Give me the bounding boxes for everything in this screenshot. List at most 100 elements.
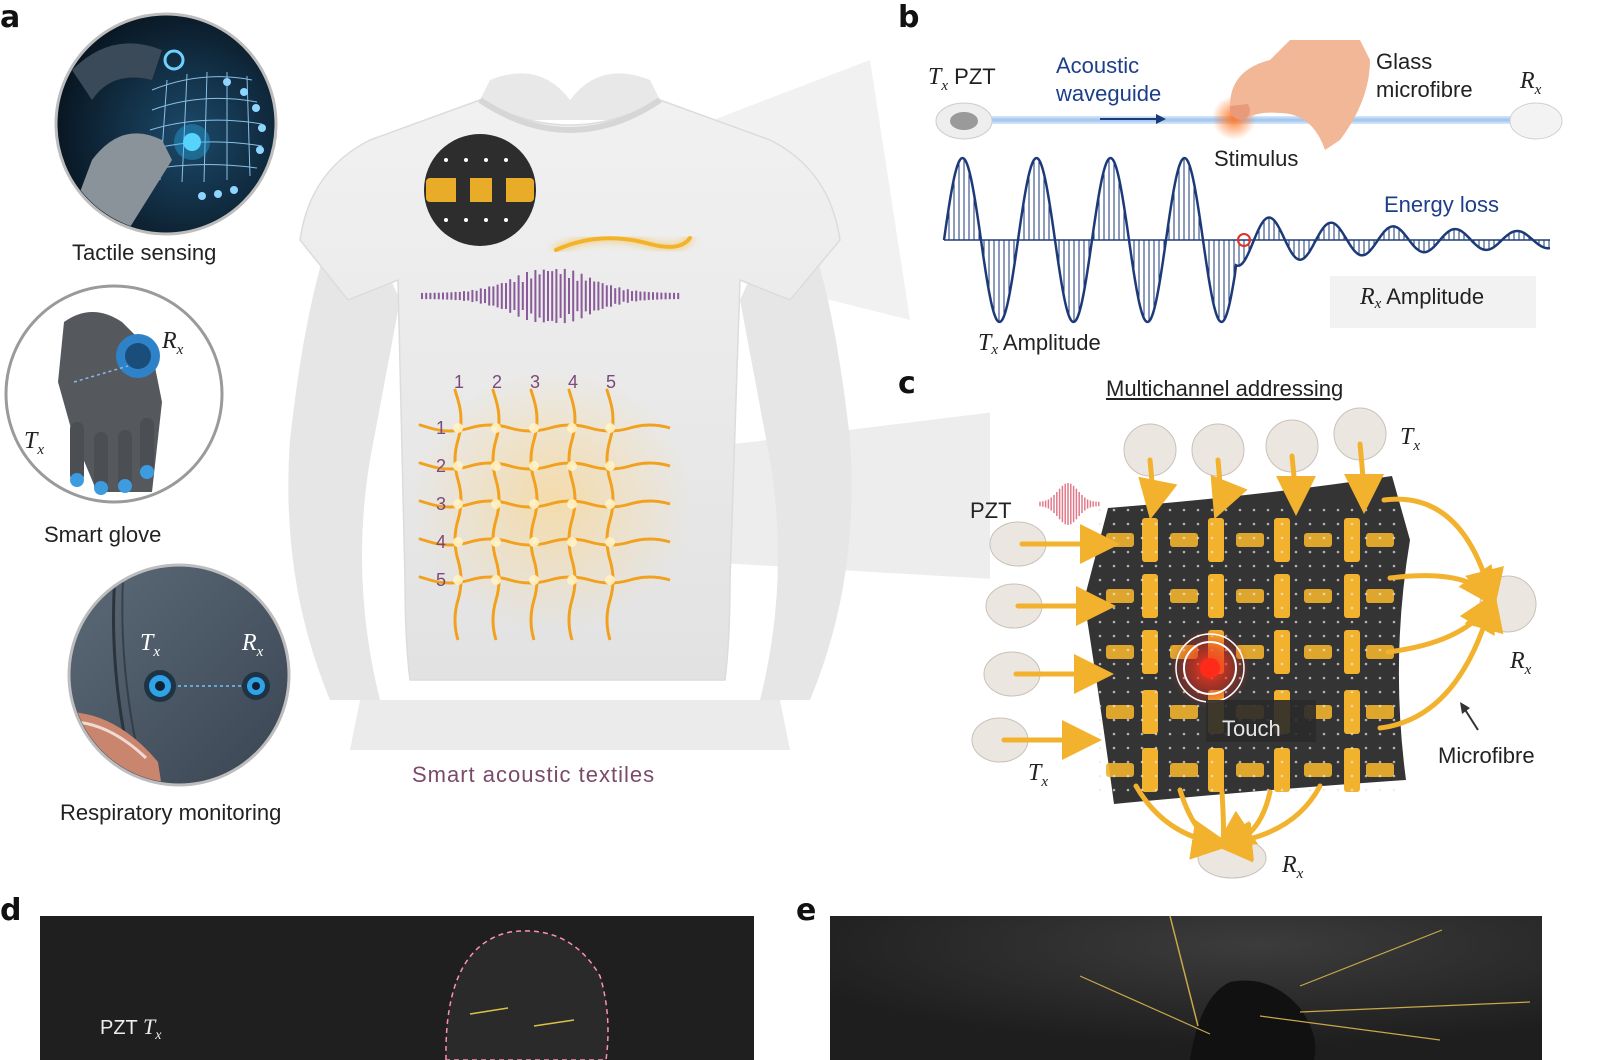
fabric-dot [1126,578,1130,582]
fabric-dot [1196,564,1200,568]
fabric-dot [1336,508,1340,512]
panel-label-c: c [898,366,916,401]
fabric-dot [1392,788,1396,792]
fabric-dot [1350,536,1354,540]
fabric-warp [1208,574,1224,618]
fabric-dot [1168,760,1172,764]
fabric-dot [1308,634,1312,638]
fabric-dot [1140,648,1144,652]
fabric-warp [1208,518,1224,562]
fabric-dot [1378,690,1382,694]
fabric-dot [1252,676,1256,680]
tx-pzt-label: Tx PZT [928,64,996,94]
fabric-dot [1140,774,1144,778]
fabric-dot [1196,606,1200,610]
grid-node [453,461,463,471]
fabric-dot [1238,592,1242,596]
fabric-dot [1322,732,1326,736]
fabric-dot [1196,620,1200,624]
fabric-dot [1280,592,1284,596]
fabric-dot [1294,774,1298,778]
fabric-dot [1182,606,1186,610]
fabric-dot [1210,592,1214,596]
fabric-dot [1266,522,1270,526]
fabric-dot [1126,704,1130,708]
fabric-dot [1280,536,1284,540]
fabric-dot [1280,564,1284,568]
glove-rx-label: Rx [162,328,184,358]
fabric-dot [1280,648,1284,652]
grid-node [453,575,463,585]
rx-bottom-label-c: Rx [1282,852,1304,882]
grid-node [605,499,615,509]
fabric-dot [1378,774,1382,778]
fabric-dot [1308,676,1312,680]
fabric-dot [1224,606,1228,610]
connection-right [1377,590,1504,731]
grid-row-number: 5 [436,570,447,590]
fabric-warp [1344,574,1360,618]
grid-node [491,423,501,433]
fabric-dot [1210,788,1214,792]
fabric-dot [1378,704,1382,708]
fabric-dot [1308,550,1312,554]
fabric-dot [1266,592,1270,596]
fabric-dot [1280,662,1284,666]
fabric-weft [1106,705,1134,719]
pzt-label-c: PZT [970,498,1012,523]
fabric-dot [1280,522,1284,526]
fabric-dot [1112,718,1116,722]
acoustic-waveform [942,156,1551,324]
fabric-dot [1308,662,1312,666]
fabric-dot [1112,662,1116,666]
fabric-dot [1238,550,1242,554]
microfibre-label-c: Microfibre [1438,743,1535,768]
fabric-dot [1154,746,1158,750]
fabric-dot [1378,620,1382,624]
fabric-dot [1266,550,1270,554]
grid-node [453,423,463,433]
fabric-weft [1236,763,1264,777]
fabric-dot [1308,522,1312,526]
grid-row-number: 4 [436,532,447,552]
fabric-dot [1168,648,1172,652]
fabric-warp [1208,748,1224,792]
fabric-dot [1266,774,1270,778]
fabric-dot [1280,578,1284,582]
fabric-dot [1224,508,1228,512]
fabric-warp [1274,748,1290,792]
fabric-dot [1336,788,1340,792]
fabric-dot [1154,648,1158,652]
fabric-dot [1378,746,1382,750]
fabric-dot [1112,564,1116,568]
fabric-dot [1098,620,1102,624]
fabric-dot [1378,788,1382,792]
stimulus-label: Stimulus [1214,146,1299,171]
woven-fabric [1084,476,1410,804]
fabric-dot [1350,760,1354,764]
fabric-dot [1378,508,1382,512]
pzt-wave-glyph [1039,483,1100,525]
fabric-dot [1126,732,1130,736]
fabric-dot [1112,606,1116,610]
grid-node [529,423,539,433]
fabric-dot [1168,718,1172,722]
respiratory-monitoring-caption: Respiratory monitoring [60,800,282,825]
fabric-dot [1280,690,1284,694]
fabric-dot [1252,564,1256,568]
fabric-dot [1280,746,1284,750]
fabric-dot [1182,732,1186,736]
fabric-dot [1168,564,1172,568]
fabric-dot [1140,564,1144,568]
panel-label-d: d [0,893,22,928]
fabric-dot [1154,788,1158,792]
fabric-dot [1280,550,1284,554]
fabric-dot [1308,564,1312,568]
grid-col-number: 4 [568,372,579,392]
fabric-dot [1336,550,1340,554]
fabric-dot [1350,690,1354,694]
fabric-dot [1112,522,1116,526]
rx-disc [1509,102,1563,140]
glove-tx-label: Tx [24,428,45,458]
fabric-dot [1364,704,1368,708]
